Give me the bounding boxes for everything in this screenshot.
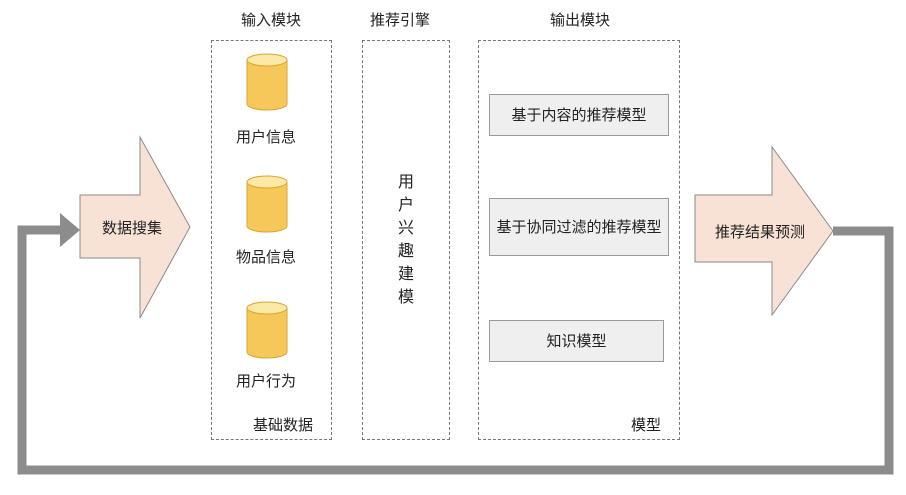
collaborative-filtering-model-box: 基于协同过滤的推荐模型: [489, 198, 669, 256]
output-module-title: 输出模块: [549, 11, 610, 29]
user-info-label: 用户信息: [236, 128, 297, 146]
data-collection-arrow: [79, 135, 191, 319]
input-module-box: [211, 40, 332, 440]
content-based-model-box: 基于内容的推荐模型: [489, 94, 669, 136]
recommendation-engine-title: 推荐引擎: [369, 11, 430, 29]
input-module-title: 输入模块: [240, 11, 301, 29]
item-info-label: 物品信息: [236, 248, 297, 266]
base-data-label: 基础数据: [253, 416, 314, 434]
prediction-result-label: 推荐结果预测: [714, 222, 805, 241]
knowledge-model-box: 知识模型: [489, 320, 664, 362]
output-module-box: [478, 40, 680, 440]
user-interest-modeling-label: 用户兴趣建模: [397, 172, 414, 306]
feedback-loop-line: [17, 225, 894, 475]
prediction-arrow: [694, 145, 834, 317]
models-label: 模型: [631, 416, 662, 434]
feedback-loop-arrowhead: [60, 213, 80, 247]
item-info-database-icon: [246, 175, 288, 233]
user-info-database-icon: [246, 53, 288, 111]
user-behavior-database-icon: [246, 301, 288, 359]
user-behavior-label: 用户行为: [236, 372, 297, 390]
data-collection-label: 数据搜集: [101, 218, 162, 237]
recommendation-engine-box: [362, 40, 450, 440]
